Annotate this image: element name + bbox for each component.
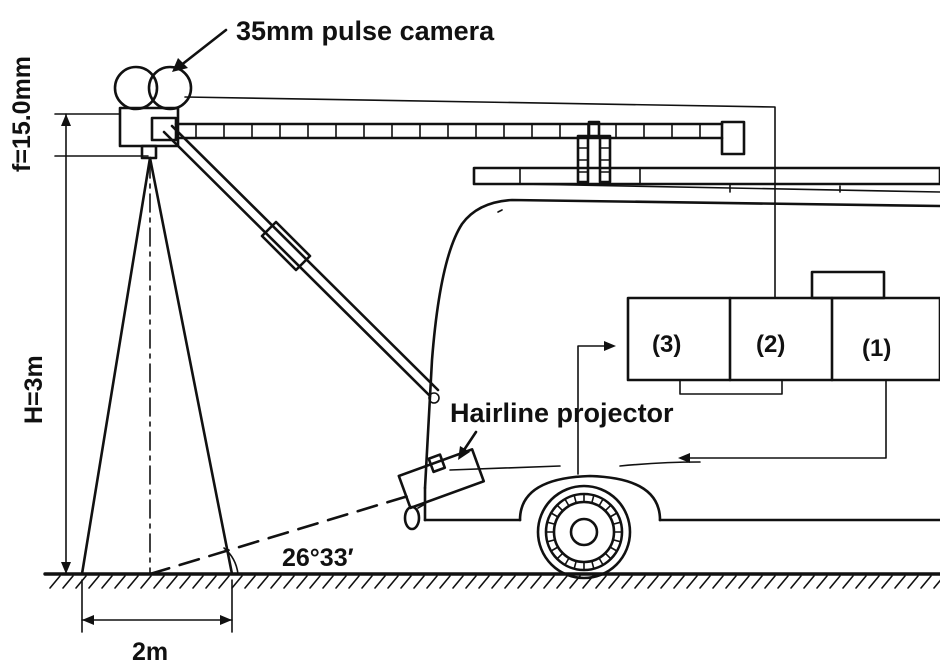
angle-label: 26°33′ (282, 544, 354, 572)
box-1-label: (1) (862, 335, 891, 362)
pulse-camera (113, 65, 193, 160)
diagonal-strut (162, 124, 440, 404)
dimension-lines (54, 113, 233, 633)
hairline-projector (397, 447, 486, 531)
vehicle-body (423, 198, 940, 522)
equipment-boxes (626, 270, 940, 395)
height-label: H=3m (20, 355, 48, 424)
box-3-label: (3) (652, 331, 681, 358)
signal-cable (184, 96, 776, 299)
box-2-label: (2) (756, 331, 785, 358)
support-post (576, 120, 612, 184)
roof-rails (472, 166, 940, 193)
signal-wires (577, 341, 887, 475)
boom-arm (174, 120, 746, 156)
projection-plane (148, 494, 410, 576)
projector-label: Hairline projector (450, 398, 674, 428)
view-cone (80, 156, 234, 576)
ground (43, 572, 940, 589)
width-label: 2m (132, 638, 168, 664)
leader-arrows (172, 28, 478, 460)
camera-label: 35mm pulse camera (236, 16, 495, 46)
wheel (536, 484, 632, 580)
focal-length-label: f=15.0mm (8, 56, 36, 172)
